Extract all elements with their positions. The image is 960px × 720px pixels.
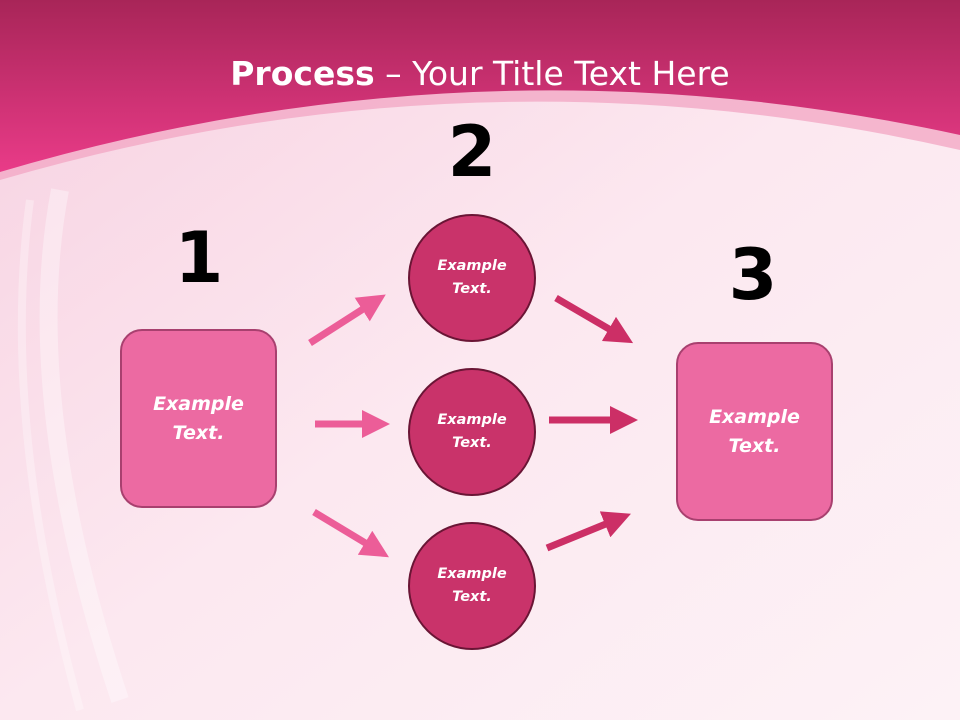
circle-top-line1: Example (437, 258, 507, 274)
left-box-line1: Example (153, 392, 244, 415)
circle-top-line2: Text. (452, 281, 492, 297)
circle-middle-line2: Text. (452, 435, 492, 451)
arrow-left-to-bottom (312, 509, 389, 558)
arrow-top-to-right (554, 294, 634, 344)
title-bold: Process (230, 54, 375, 93)
arrow-left-to-top (308, 294, 386, 346)
step-number-2: 2 (447, 111, 497, 193)
left-box-line2: Text. (172, 421, 225, 444)
circle-bottom: Example Text. (408, 522, 536, 650)
circle-top: Example Text. (408, 214, 536, 342)
circle-bottom-line1: Example (437, 566, 507, 582)
circle-middle-line1: Example (437, 412, 507, 428)
slide-title: Process – Your Title Text Here (0, 52, 960, 96)
left-step-box: Example Text. (120, 329, 277, 508)
circle-middle: Example Text. (408, 368, 536, 496)
circle-bottom-line2: Text. (452, 589, 492, 605)
right-box-line1: Example (709, 405, 800, 428)
right-box-line2: Text. (728, 434, 781, 457)
step-number-1: 1 (174, 217, 224, 299)
right-step-box: Example Text. (676, 342, 833, 521)
step-number-3: 3 (728, 234, 778, 316)
arrow-bottom-to-right (545, 511, 631, 552)
title-rest: – Your Title Text Here (374, 54, 730, 93)
